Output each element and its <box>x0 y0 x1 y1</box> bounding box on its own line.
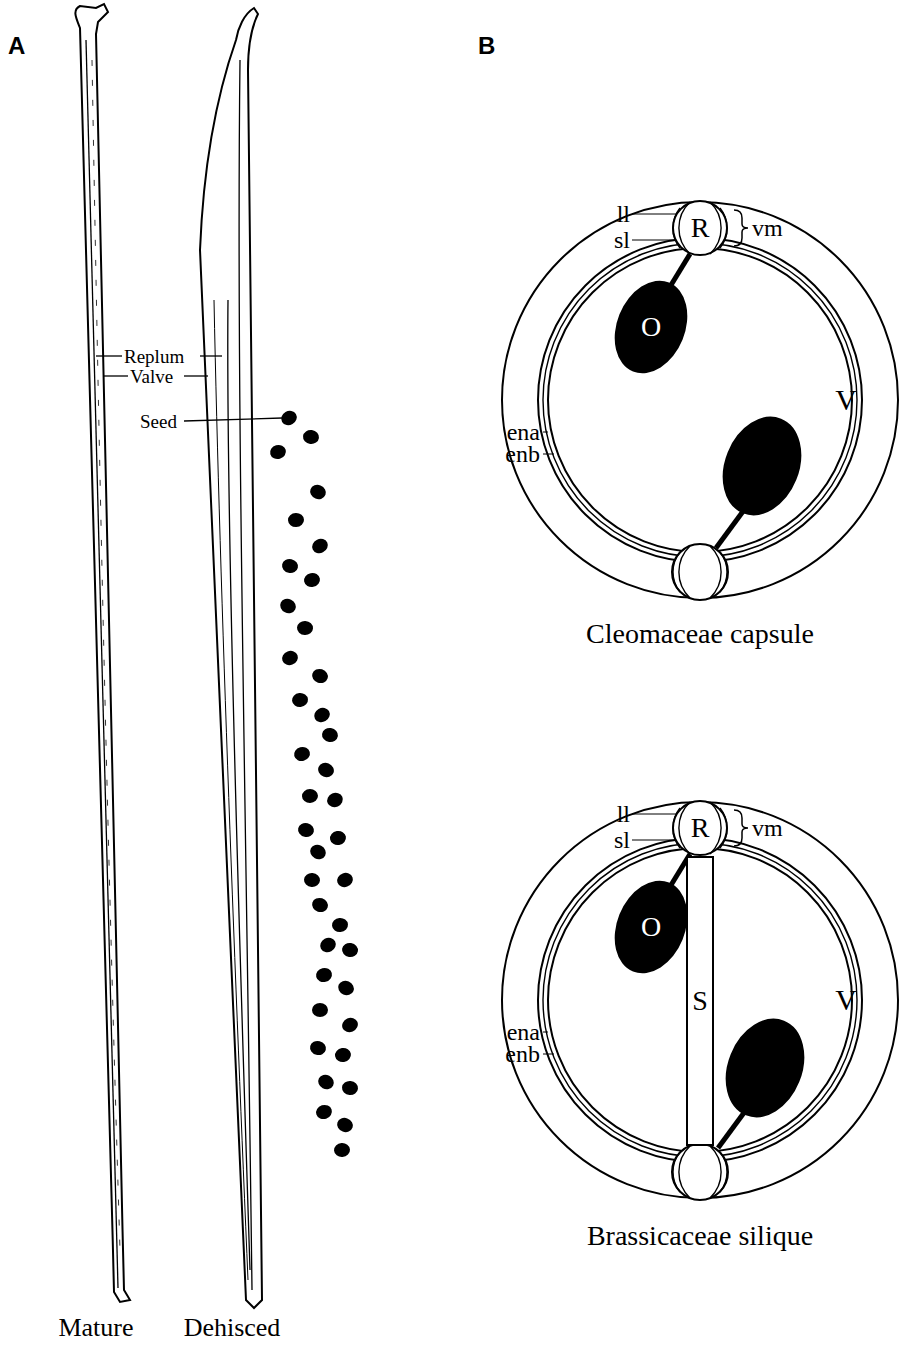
seed <box>303 572 321 589</box>
seed <box>312 1003 328 1017</box>
seed <box>316 1072 337 1092</box>
seed <box>310 536 330 555</box>
seed <box>334 1047 352 1063</box>
panel-letter: A <box>8 34 25 58</box>
ovule-node: O <box>612 875 690 979</box>
silique-section <box>502 802 898 1200</box>
seed <box>335 871 355 889</box>
tissue-label: ll <box>617 802 630 826</box>
seed <box>304 872 321 887</box>
seed <box>308 483 328 502</box>
tissue-label: enb <box>505 1042 540 1066</box>
seed <box>268 443 287 461</box>
seed <box>297 821 316 838</box>
ovule-node: O <box>612 275 690 379</box>
seed <box>291 692 308 708</box>
seed <box>288 513 304 528</box>
mature-silique <box>75 4 130 1302</box>
tissue-label: ena <box>507 1020 540 1044</box>
part-letter: R <box>691 214 710 242</box>
capsule-section <box>502 202 898 600</box>
seed <box>302 789 318 803</box>
part-letter: O <box>641 913 661 941</box>
stage-name: Mature <box>58 1315 133 1341</box>
septum-node: S <box>686 856 714 1146</box>
part-name: Valve <box>130 367 173 386</box>
seed <box>325 790 345 809</box>
tissue-label: enb <box>505 442 540 466</box>
tissue-label: V <box>835 385 857 415</box>
panel-letter: B <box>478 34 495 58</box>
seed <box>278 596 299 616</box>
seed <box>316 761 336 780</box>
seed <box>310 896 330 914</box>
replum-line <box>86 40 118 1288</box>
seed <box>341 1080 358 1095</box>
seed <box>331 917 348 932</box>
seed <box>297 621 314 636</box>
seed <box>310 667 329 685</box>
seed <box>341 942 359 958</box>
tissue-label: vm <box>752 216 783 240</box>
seed <box>321 727 339 743</box>
part-letter: O <box>641 313 661 341</box>
seed <box>314 1103 334 1121</box>
part-name: Seed <box>140 412 177 431</box>
tissue-label: ena <box>507 420 540 444</box>
seed <box>281 557 300 574</box>
replum-node: R <box>672 800 728 856</box>
valve-line <box>228 300 250 1270</box>
tissue-label: sl <box>614 228 630 252</box>
seed <box>308 842 329 862</box>
seed <box>309 1039 328 1056</box>
part-letter: S <box>692 987 708 1015</box>
part-name: Replum <box>124 347 184 366</box>
tissue-label: sl <box>614 828 630 852</box>
tissue-label: vm <box>752 816 783 840</box>
seed <box>340 1015 360 1034</box>
caption: Brassicaceae silique <box>587 1222 813 1250</box>
part-letter: R <box>691 814 710 842</box>
seed <box>302 429 320 445</box>
seed <box>279 408 300 428</box>
seed <box>336 978 356 997</box>
caption: Cleomaceae capsule <box>586 620 814 648</box>
seed <box>329 830 347 847</box>
tissue-label: ll <box>617 202 630 226</box>
tissue-label: V <box>835 985 857 1015</box>
seed <box>312 705 333 725</box>
seed <box>334 1142 351 1157</box>
valve-edge <box>214 300 248 1280</box>
surface-marks <box>92 60 120 1250</box>
seed <box>315 966 334 983</box>
seed <box>292 745 311 763</box>
stage-name: Dehisced <box>184 1315 281 1341</box>
replum-node: R <box>672 200 728 256</box>
dehisced-silique <box>200 8 262 1308</box>
seed <box>318 935 339 955</box>
seed <box>280 649 300 668</box>
seed <box>335 1116 355 1134</box>
